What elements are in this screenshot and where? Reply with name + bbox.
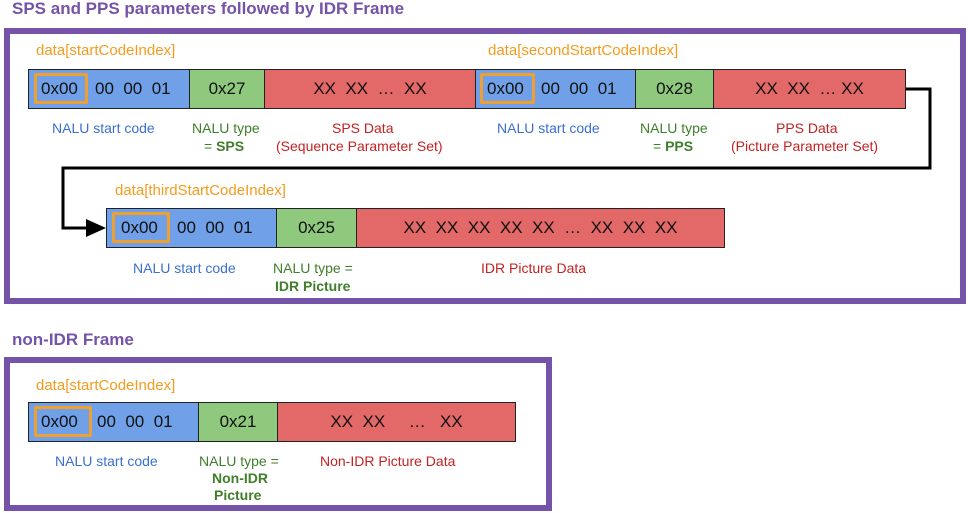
nalu-type-non-idr-label-line3: Picture (214, 487, 262, 503)
start-code-rest-bytes-3: 00 00 01 (177, 218, 253, 237)
start-code-index-highlight-3 (112, 212, 170, 243)
nalu-type-idr-label-line2: IDR Picture (275, 278, 351, 294)
non-idr-start-code-first-byte: 0x00 (41, 412, 78, 431)
nalu-type-sps-cell: 0x27 (189, 69, 265, 109)
non-idr-start-code-index-highlight (34, 406, 92, 437)
start-code-first-byte-3: 0x00 (121, 218, 158, 237)
non-idr-data-label: Non-IDR Picture Data (320, 453, 456, 469)
start-code-first-byte-1: 0x00 (41, 79, 78, 98)
sps-pps-idr-frame-border (4, 28, 966, 304)
pps-data-label-line2: (Picture Parameter Set) (731, 138, 879, 154)
nalu-type-idr-label-line1: NALU type = (273, 260, 353, 276)
nalu-type-non-idr-label-line1: NALU type = (199, 453, 279, 469)
second-start-code-index-label: data[secondStartCodeIndex] (488, 42, 679, 59)
start-code-label-3: NALU start code (133, 260, 236, 276)
nalu-type-pps-label-line2: = PPS (653, 137, 693, 155)
nalu-type-non-idr-label-line2: Non-IDR (212, 470, 268, 486)
start-code-label-2: NALU start code (497, 120, 600, 136)
nalu-type-pps-prefix: = (653, 138, 666, 154)
sps-data-label-line2: (Sequence Parameter Set) (276, 138, 443, 154)
nalu-type-non-idr-cell: 0x21 (198, 402, 278, 442)
non-idr-start-code-rest-bytes: 00 00 01 (97, 412, 173, 431)
sps-data-cell: XX XX … XX (264, 69, 476, 109)
start-code-index-label: data[startCodeIndex] (36, 42, 176, 59)
pps-data-cell: XX XX … XX (713, 69, 906, 109)
section-title-sps-pps-idr: SPS and PPS parameters followed by IDR F… (12, 0, 405, 18)
nalu-type-sps-label-line2: = SPS (204, 137, 244, 155)
idr-data-label: IDR Picture Data (481, 260, 587, 276)
non-idr-frame-border (4, 357, 552, 511)
sps-data-label-line1: SPS Data (332, 120, 394, 136)
non-idr-start-code-index-label: data[startCodeIndex] (36, 377, 176, 394)
start-code-index-highlight-2 (480, 73, 535, 104)
start-code-index-highlight-1 (34, 73, 88, 104)
nalu-type-sps-label-line1: NALU type (192, 120, 260, 136)
start-code-rest-bytes-1: 00 00 01 (95, 79, 171, 98)
pps-data-label-line1: PPS Data (776, 120, 838, 136)
nalu-type-idr-cell: 0x25 (276, 208, 357, 248)
start-code-rest-bytes-2: 00 00 01 (541, 79, 617, 98)
nalu-type-sps-prefix: = (204, 138, 217, 154)
third-start-code-index-label: data[thirdStartCodeIndex] (115, 182, 286, 199)
nalu-type-pps-label-line1: NALU type (640, 120, 708, 136)
start-code-first-byte-2: 0x00 (487, 79, 524, 98)
start-code-label-1: NALU start code (52, 120, 155, 136)
nalu-type-pps-bold: PPS (665, 138, 694, 154)
non-idr-start-code-label: NALU start code (55, 453, 158, 469)
non-idr-data-cell: XX XX … XX (277, 402, 516, 442)
section-title-non-idr: non-IDR Frame (12, 330, 134, 349)
nalu-type-pps-cell: 0x28 (635, 69, 714, 109)
nalu-type-sps-bold: SPS (216, 138, 245, 154)
idr-data-cell: XX XX XX XX XX … XX XX XX (356, 208, 725, 248)
